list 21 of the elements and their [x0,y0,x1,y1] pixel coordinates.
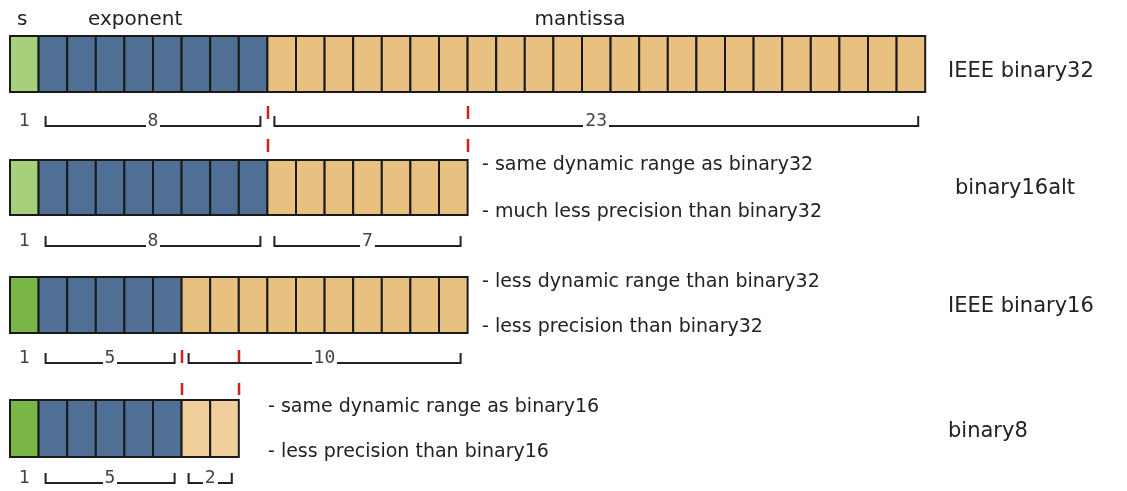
note-text: - same dynamic range as binary32 [482,153,814,173]
note-text: - much less precision than binary32 [482,200,822,220]
note-text: - less precision than binary16 [268,440,549,460]
format-name: IEEE binary16 [948,294,1094,316]
note-text: - same dynamic range as binary16 [268,395,600,415]
bit-count: 5 [102,468,118,486]
bit-count: 2 [202,468,218,486]
field-heading: mantissa [534,8,626,28]
format-name: IEEE binary32 [948,59,1094,81]
note-text: - less dynamic range than binary32 [482,270,820,290]
format-name: binary8 [948,419,1028,441]
bit-count: 7 [360,231,375,249]
field-heading: exponent [88,8,183,28]
format-name: binary16alt [955,176,1076,198]
note-text: - less precision than binary32 [482,315,763,335]
bit-count: 23 [583,111,609,129]
field-heading: s [17,8,28,28]
bit-count: 5 [102,348,118,366]
bit-count: 10 [311,348,338,366]
bit-count: 8 [145,111,161,129]
bit-count: 8 [145,231,161,249]
